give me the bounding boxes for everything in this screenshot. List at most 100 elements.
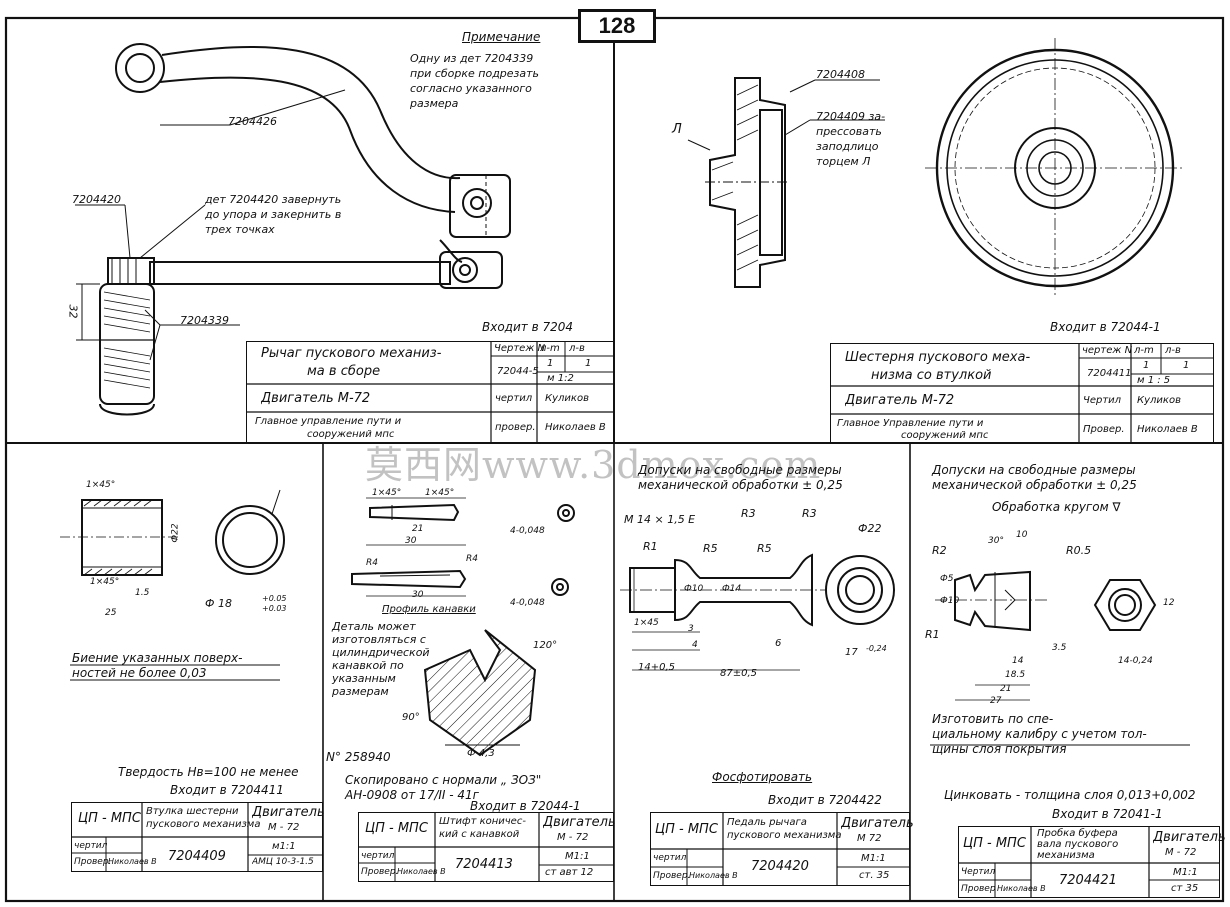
pedal-tb-engine-1: Двигатель (841, 816, 914, 831)
pedal-dim-dia10: Ф10 (684, 584, 704, 594)
pin-dim-tol-1: 4-0,048 (510, 526, 545, 536)
pedal-tb-drew: чертил (653, 853, 687, 863)
gear-tb-title-1: Шестерня пускового меха- (845, 350, 1031, 365)
bolt-make-line-3: щины слоя покрытия (932, 742, 1067, 756)
gear-tb-checked-label: Провер. (1083, 424, 1125, 435)
pin-dim-chamfer-2: 1×45° (425, 488, 455, 498)
notes-line-4: размера (410, 97, 459, 110)
bolt-enters-assembly: Входит в 72041-1 (1052, 807, 1163, 821)
bolt-tb-engine-1: Двигатель (1153, 830, 1226, 845)
gear-hatching (711, 84, 759, 271)
bolt-radius-r1: R1 (925, 628, 940, 641)
bushing-tb-part-no: 7204409 (168, 849, 226, 864)
lever-assembly-drawing (75, 43, 511, 416)
pedal-dim-17: 17 (845, 647, 858, 658)
bushing-tb-material: АМЦ 10-3-1.5 (252, 857, 314, 867)
pedal-tb-engine-2: М 72 (857, 833, 882, 844)
bushing-tb-engine-1: Двигатель (252, 805, 325, 820)
lever-tb-drew-label: чертил (495, 393, 533, 404)
pin-note-line-2: изготовляться с (332, 633, 426, 646)
bushing-tb-engine-2: М - 72 (268, 822, 300, 833)
bushing-tb-title-1: Втулка шестерни (146, 806, 239, 817)
pedal-title-grid (651, 813, 909, 885)
bolt-dim-12: 12 (1163, 598, 1175, 608)
bolt-tb-checked: Провер (961, 884, 996, 894)
gear-tb-scale: м 1 : 5 (1137, 375, 1171, 386)
pin-drawing (351, 497, 575, 597)
bolt-radius-r05: R0.5 (1066, 544, 1092, 557)
bushing-tb-drew: чертил (74, 841, 108, 851)
gear-title-block: Шестерня пускового меха- низма со втулко… (830, 343, 1214, 443)
pedal-radius-r1: R1 (643, 540, 658, 553)
lever-tb-lb: л-в (569, 343, 585, 354)
bushing-dim-chamfer-2: 1×45° (90, 577, 120, 587)
gear-tb-drawing-label: чертеж N (1082, 345, 1133, 356)
bushing-runout-line-2: ностей не более 0,03 (72, 666, 207, 680)
bushing-dim-1-5: 1.5 (135, 588, 150, 598)
bushing-tb-checked-name: Николаев В (108, 857, 157, 866)
pedal-enters-assembly: Входит в 7204422 (768, 793, 882, 807)
lever-tb-v1: 1 (547, 358, 554, 369)
pin-dim-r4-b: R4 (466, 554, 478, 564)
bolt-tb-org: ЦП - МПС (963, 836, 1026, 851)
pin-angle-90: 90° (402, 712, 420, 723)
bushing-tb-org: ЦП - МПС (78, 811, 141, 826)
bolt-tol-line-2: механической обработки ± 0,25 (932, 478, 1137, 492)
pin-tb-title-1: Штифт коничес- (439, 816, 526, 827)
pin-dia-4-3: Ф 4,3 (467, 748, 495, 759)
pin-tb-title-2: кий с канавкой (439, 829, 520, 840)
bushing-tb-checked: Провер. (74, 857, 112, 867)
gear-tb-drew-sig: Куликов (1137, 395, 1181, 406)
bolt-dim-14-tol: 14-0,24 (1118, 656, 1153, 666)
pedal-dim-4: 4 (692, 640, 698, 650)
lever-note-line-1: дет 7204420 завернуть (205, 193, 342, 206)
pedal-dim-dia14: Ф14 (722, 584, 742, 594)
pin-note-line-4: канавкой по (332, 659, 404, 672)
bushing-tb-title-2: пускового механизма (146, 819, 261, 830)
pedal-dim-dia22: Ф22 (858, 522, 882, 535)
pin-cert-number: N° 258940 (326, 750, 391, 764)
gear-title-grid (831, 344, 1213, 442)
lever-tb-drawing-no: 72044-5 (497, 366, 539, 377)
pedal-tb-title-2: пускового механизма (727, 830, 842, 841)
lever-title-block: Рычаг пускового механиз- ма в сборе Двиг… (246, 341, 614, 443)
pin-groove-profile (423, 629, 537, 757)
lever-enters-assembly: Входит в 7204 (482, 320, 574, 334)
lever-knurl-hatching (103, 291, 151, 389)
bolt-tb-checked-name: Николаев В (997, 884, 1046, 893)
gear-part-7204408: 7204408 (816, 68, 865, 81)
pin-dim-30: 30 (405, 536, 417, 546)
pin-dim-r4-a: R4 (366, 558, 378, 568)
bushing-dim-tol-lower: +0.03 (262, 604, 287, 613)
lever-tb-org-1: Главное управление пути и (255, 416, 402, 427)
bolt-title-block: ЦП - МПС Пробка буфера вала пускового ме… (958, 826, 1226, 898)
pedal-radius-r3-b: R3 (802, 507, 817, 520)
pin-tb-engine-2: М - 72 (557, 832, 589, 843)
bolt-dim-dia5: Ф5 (940, 574, 954, 584)
pin-tb-org: ЦП - МПС (365, 821, 428, 836)
bushing-dim-dia22: Ф22 (170, 523, 181, 543)
notes-line-1: Одну из дет 7204339 (410, 52, 534, 65)
lever-tb-drawing-label: Чертеж N (494, 343, 546, 354)
pin-note-line-1: Деталь может (332, 620, 416, 633)
pin-groove-profile-label: Профиль канавки (382, 604, 476, 615)
bushing-title-block: ЦП - МПС Втулка шестерни пускового механ… (71, 802, 325, 872)
lever-part-7204426: 7204426 (228, 115, 277, 128)
pedal-dim-14: 14+0,5 (638, 662, 676, 673)
bolt-tb-title-2: вала пускового (1037, 839, 1119, 850)
pedal-drawing (620, 553, 895, 671)
lever-note-line-2: до упора и закернить в (205, 208, 342, 221)
gear-note-line-3: заподлицо (816, 140, 879, 153)
lever-dim-32: 32 (66, 304, 80, 319)
gear-tb-drew-label: Чертил (1083, 395, 1122, 406)
notes-title: Примечание (462, 30, 541, 44)
bolt-dim-10: 10 (1016, 530, 1028, 540)
bushing-hatching (83, 499, 153, 576)
gear-tb-engine: Двигатель М-72 (845, 393, 955, 408)
gear-tb-checked-name: Николаев В (1137, 424, 1198, 435)
gear-note-line-2: прессовать (816, 125, 882, 138)
pedal-dim-3: 3 (688, 624, 694, 634)
pedal-thread: М 14 × 1,5 Е (624, 513, 696, 526)
lever-tb-engine: Двигатель М-72 (261, 391, 371, 406)
bolt-dim-18-5: 18.5 (1005, 670, 1026, 680)
